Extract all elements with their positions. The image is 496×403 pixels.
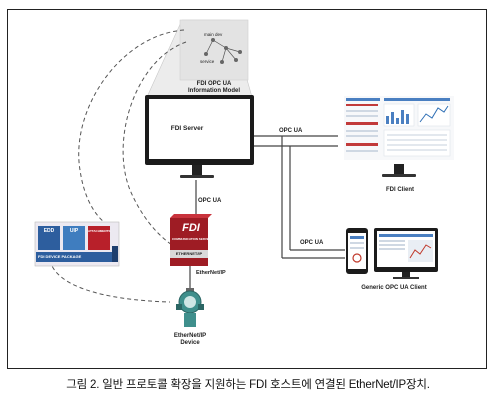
info-model-label-2: Information Model — [188, 88, 240, 94]
device-package — [34, 221, 120, 267]
fdi-client-stand — [394, 164, 404, 174]
fdi-server-label: FDI Server — [170, 125, 204, 132]
fdi-server-base — [180, 175, 214, 178]
tree-child-label: service — [200, 59, 215, 64]
fdi-server-stand — [192, 165, 202, 175]
generic-client-label: Generic OPC UA Client — [361, 285, 427, 291]
dashed-links — [49, 29, 187, 303]
info-model-box — [179, 19, 249, 81]
phone-device — [346, 228, 368, 274]
ethernet-device — [176, 288, 204, 327]
figure-caption: 그림 2. 일반 프로토콜 확장을 지원하는 FDI 호스트에 연결된 Ethe… — [66, 379, 430, 391]
tree-node-root — [211, 38, 215, 42]
info-model-tree — [205, 39, 241, 63]
comm-server-brand: FDI — [182, 222, 200, 234]
tree-node — [238, 50, 242, 54]
fdi-client-dashboard — [344, 96, 454, 160]
package-tile-3: ATTACHMENTS — [88, 229, 111, 233]
fdi-comm-server — [170, 214, 212, 266]
connection-lines — [189, 135, 345, 292]
link-label-ethernet: EtherNet/IP — [196, 270, 226, 276]
fdi-client-base — [382, 174, 416, 177]
generic-client-monitor — [374, 228, 438, 279]
link-label-server-client: OPC UA — [279, 128, 303, 134]
tree-node — [204, 52, 208, 56]
tree-node — [224, 46, 228, 50]
info-model-label-1: FDI OPC UA — [196, 81, 232, 87]
link-label-server-comm: OPC UA — [198, 198, 222, 204]
package-tile-1: EDD — [43, 228, 55, 234]
comm-server-band: ETHERNET/IP — [175, 251, 203, 256]
device-label-1: EtherNet/IP — [173, 333, 207, 339]
tree-node — [220, 60, 224, 64]
tree-root-label: main dev — [204, 32, 223, 37]
tree-node — [234, 58, 238, 62]
package-title: FDI DEVICE PACKAGE — [38, 254, 82, 259]
link-label-generic: OPC UA — [300, 240, 324, 246]
fdi-server-screen — [149, 99, 250, 159]
device-label-2: Device — [180, 340, 200, 346]
fdi-client-label: FDI Client — [386, 187, 414, 193]
comm-server-sub: COMMUNICATION SERVER — [172, 237, 212, 241]
package-tile-2: UIP — [69, 228, 79, 234]
